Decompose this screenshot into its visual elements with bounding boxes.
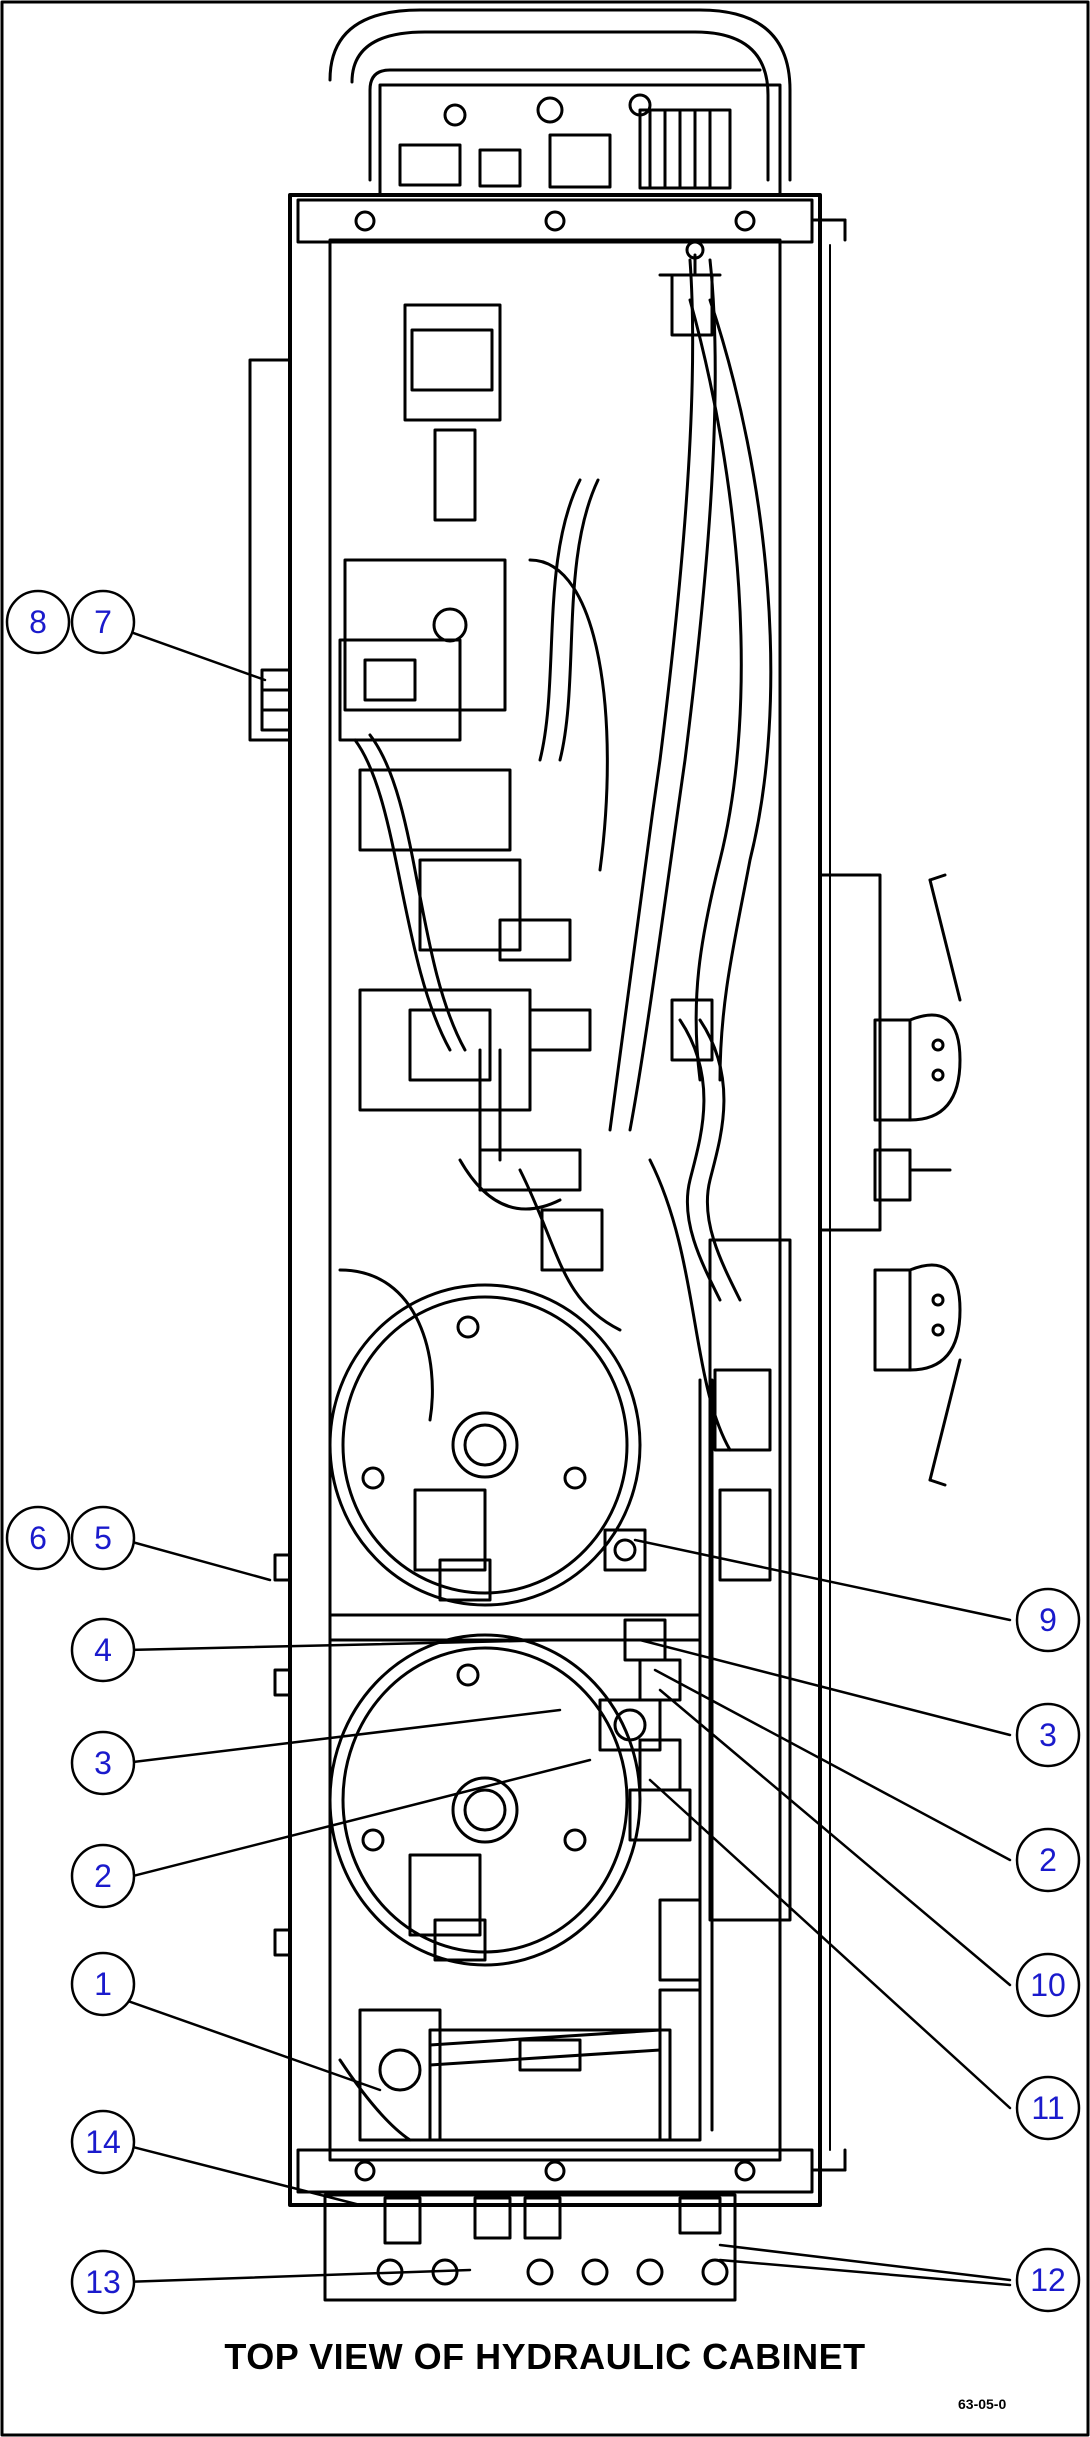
- hose-routing: [338, 258, 773, 1452]
- upper-valve-assembly: [338, 303, 592, 1192]
- callout-number: 5: [94, 1520, 112, 1556]
- callout-number: 6: [29, 1520, 47, 1556]
- left-mount-bracket: [248, 358, 292, 1957]
- callout-number: 4: [94, 1632, 112, 1668]
- pressure-fittings: [598, 1528, 692, 1842]
- callout-number: 10: [1030, 1967, 1066, 2003]
- callout-balloon-11: [1015, 2075, 1081, 2141]
- cabinet-frame: [288, 193, 847, 2207]
- diagram-caption: TOP VIEW OF HYDRAULIC CABINET: [224, 2336, 866, 2377]
- callout-balloon-3-right: [1015, 1702, 1081, 1768]
- callout-balloon-12: [1015, 2247, 1081, 2313]
- callout-balloon-14: [70, 2109, 136, 2175]
- callout-balloon-2-right: [1015, 1827, 1081, 1893]
- callout-number: 14: [85, 2124, 121, 2160]
- bottom-manifold: [338, 1898, 702, 2142]
- callout-labels: 8 7 6 5 4 3 2 1 14 13 9 3 2 10 11 12: [29, 604, 1066, 2300]
- callout-balloon-2-left: [70, 1843, 136, 1909]
- callout-balloon-4: [70, 1617, 136, 1683]
- callout-balloon-13: [70, 2249, 136, 2315]
- lower-pump-motor: [328, 1633, 642, 1967]
- callout-balloon-5: [70, 1505, 136, 1571]
- callout-balloon-1: [70, 1951, 136, 2017]
- callout-balloon-3-left: [70, 1730, 136, 1796]
- callout-number: 7: [94, 604, 112, 640]
- top-connector-block: [378, 83, 782, 197]
- upper-pump-motor: [328, 1283, 642, 1607]
- leader-lines: [123, 628, 1012, 2287]
- callout-balloon-6: [5, 1505, 71, 1571]
- callout-balloon-9: [1015, 1587, 1081, 1653]
- right-mount-assembly: [818, 873, 962, 1487]
- callout-number: 3: [94, 1745, 112, 1781]
- top-handle: [328, 8, 792, 182]
- cable-bundle: [540, 240, 722, 1272]
- bottom-connector-block: [323, 2193, 737, 2302]
- drawing-code: 63-05-0: [958, 2396, 1007, 2412]
- callout-number: 2: [1039, 1842, 1057, 1878]
- callout-number: 13: [85, 2264, 121, 2300]
- callout-balloon-8: [5, 589, 71, 655]
- callout-number: 11: [1031, 2090, 1064, 2126]
- callout-number: 9: [1039, 1602, 1057, 1638]
- callout-number: 8: [29, 604, 47, 640]
- callout-number: 12: [1030, 2262, 1066, 2298]
- right-channel: [698, 1238, 792, 2132]
- callout-balloon-10: [1015, 1952, 1081, 2018]
- callout-number: 1: [94, 1966, 112, 2002]
- callout-balloons: [5, 589, 1081, 2315]
- callout-balloon-7: [70, 589, 136, 655]
- callout-number: 3: [1039, 1717, 1057, 1753]
- callout-number: 2: [94, 1858, 112, 1894]
